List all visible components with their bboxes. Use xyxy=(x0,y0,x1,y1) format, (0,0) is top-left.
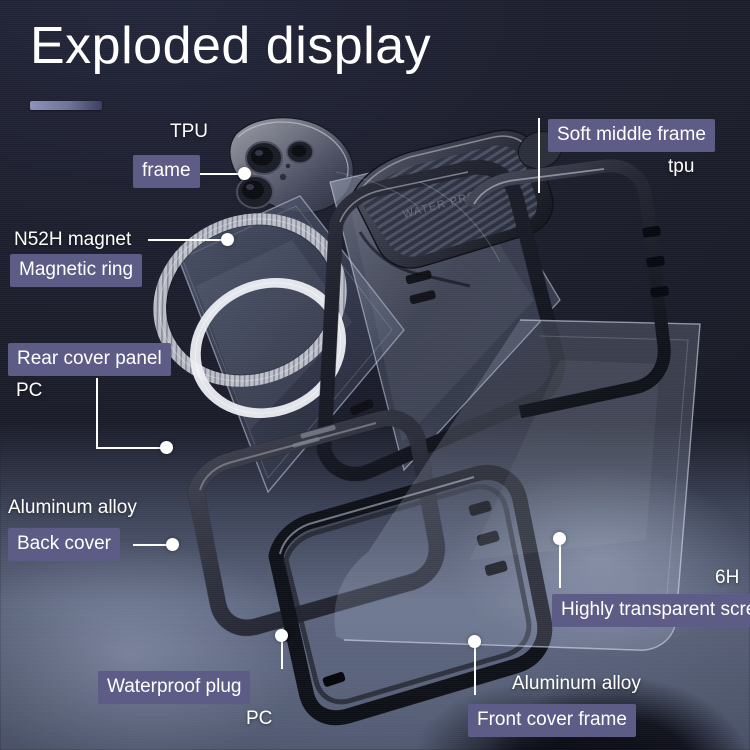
soft-middle-frame-part: WATER PROOF xyxy=(351,129,563,288)
callout-magnetic-ring-material: N52H magnet xyxy=(14,229,132,250)
callout-soft-middle-frame-material: tpu xyxy=(668,156,695,177)
callout-waterproof-plug-material: PC xyxy=(246,708,273,729)
leader-line-transparent-screen xyxy=(559,540,561,588)
leader-dot-front-cover-frame xyxy=(468,635,481,648)
title-accent-bar xyxy=(30,101,102,110)
leader-line-soft-middle-frame xyxy=(538,118,540,193)
middle-bumper-frame xyxy=(316,159,566,482)
leader-line-tpu-frame xyxy=(200,173,244,175)
callout-magnetic-ring-label[interactable]: Magnetic ring xyxy=(10,254,143,287)
callout-back-cover-material: Aluminum alloy xyxy=(8,497,137,518)
callout-transparent-screen-label[interactable]: Highly transparent screen xyxy=(552,594,750,627)
callout-rear-cover-panel-label[interactable]: Rear cover panel xyxy=(8,343,171,376)
leader-line-magnetic-ring xyxy=(148,239,226,241)
leader-dot-magnetic-ring xyxy=(221,233,234,246)
callout-waterproof-plug-label[interactable]: Waterproof plug xyxy=(98,671,251,704)
leader-line-rear-cover-panel-v xyxy=(96,378,98,448)
transparent-screen-part xyxy=(334,319,701,651)
leader-dot-rear-cover-panel xyxy=(160,441,173,454)
front-cover-frame-part xyxy=(268,465,553,726)
leader-line-rear-cover-panel-h xyxy=(96,447,164,449)
leader-line-waterproof-plug xyxy=(281,637,283,669)
camera-lens-plate xyxy=(229,117,354,214)
leader-dot-tpu-frame xyxy=(238,167,251,180)
callout-soft-middle-frame-label[interactable]: Soft middle frame xyxy=(548,119,715,152)
callout-rear-cover-panel-material: PC xyxy=(16,380,43,401)
callout-transparent-screen-material: 6H xyxy=(715,567,740,588)
callout-back-cover-label[interactable]: Back cover xyxy=(8,528,120,561)
right-frame-rail xyxy=(464,159,671,419)
leader-line-back-cover xyxy=(133,544,170,546)
callout-front-cover-frame-label[interactable]: Front cover frame xyxy=(468,704,636,737)
leader-line-front-cover-frame xyxy=(474,643,476,695)
page-title: Exploded display xyxy=(30,17,432,75)
back-cover-part xyxy=(187,409,446,637)
callout-tpu-frame-label[interactable]: frame xyxy=(133,155,200,188)
leader-dot-waterproof-plug xyxy=(275,629,288,642)
callout-tpu-frame-material: TPU xyxy=(170,121,208,142)
callout-front-cover-frame-material: Aluminum alloy xyxy=(512,673,641,694)
leader-dot-back-cover xyxy=(166,538,179,551)
leader-dot-transparent-screen xyxy=(553,532,566,545)
